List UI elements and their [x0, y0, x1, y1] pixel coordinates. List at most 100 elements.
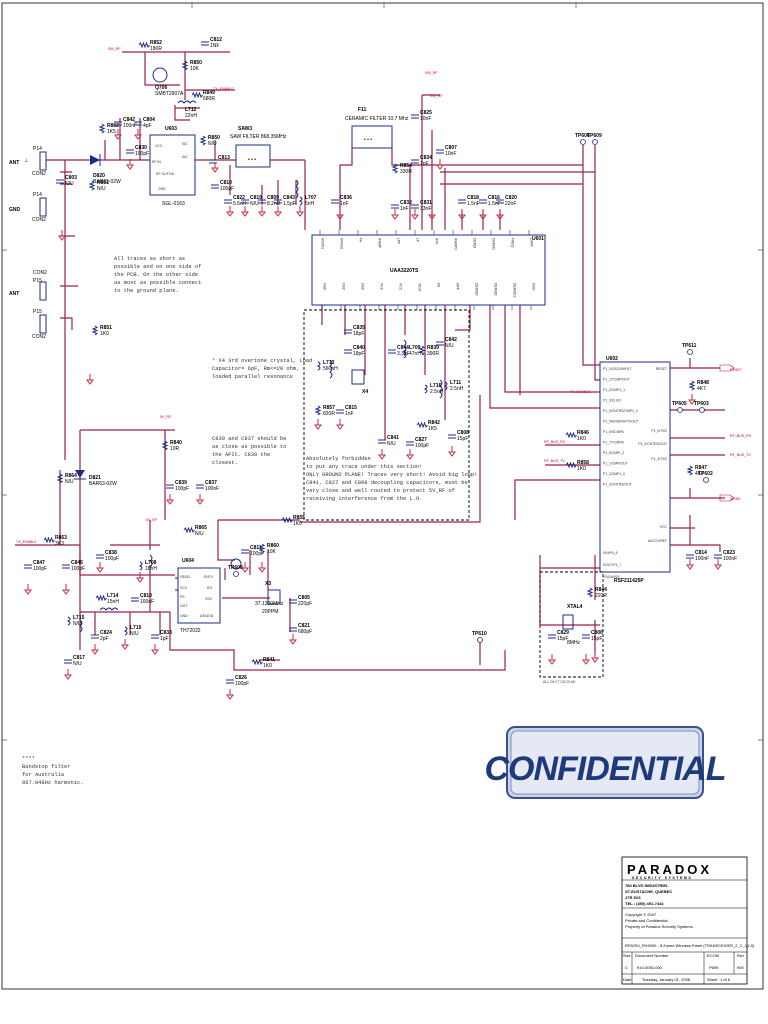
component-ref: C837 — [205, 480, 217, 486]
ground-symbol — [428, 209, 436, 220]
ground-symbol — [688, 394, 696, 405]
component-ref: R850 — [208, 135, 220, 141]
svg-text:Copyright © 2007: Copyright © 2007 — [625, 912, 657, 917]
u601-pin-label: OSC — [342, 283, 346, 291]
component-ref: C822 — [233, 195, 245, 201]
component-value: N/U — [208, 141, 217, 147]
component-value: 100pF — [135, 151, 149, 157]
ground-symbol — [378, 449, 386, 460]
svg-text:ECOM: ECOM — [707, 953, 719, 958]
svg-text:CON2: CON2 — [33, 270, 47, 276]
component-value: 1nF — [420, 161, 429, 167]
svg-text:RF IN: RF IN — [152, 160, 161, 164]
u602-pin-label: P1_8/CMPI_2 — [603, 451, 624, 455]
component-ref: R860 — [267, 543, 279, 549]
svg-text:U601: U601 — [532, 236, 544, 242]
component-value: 15pF — [591, 636, 602, 642]
u602-pin-label: P1_6/SCMPA — [603, 430, 624, 434]
svg-text:X4: X4 — [362, 389, 368, 395]
ground-symbol — [289, 634, 297, 645]
u601-pin-label: VCC — [399, 283, 403, 291]
component-value: 15nH — [107, 599, 119, 605]
svg-text:ENTX: ENTX — [204, 575, 214, 579]
note-bandstop: **** Bandstop filter for Australia 867.8… — [22, 756, 83, 786]
ground-symbol — [121, 639, 129, 650]
u601-pin-label: IFAMP — [378, 238, 382, 249]
component-value: 18nH — [145, 566, 157, 572]
title-block: PARADOX SECURITY SYSTEMS 780 BLVD INDUST… — [621, 856, 755, 985]
svg-text:closest.: closest. — [212, 460, 238, 466]
testpoint-tp602: TP602 — [698, 471, 713, 483]
svg-text:910-0050-000: 910-0050-000 — [637, 965, 663, 970]
testpoint-label: TP603 — [694, 401, 709, 407]
component-ref: R865 — [195, 525, 207, 531]
svg-text:P14: P14 — [33, 146, 42, 152]
ground-symbol — [96, 562, 104, 573]
component-c813: C813 — [209, 155, 230, 164]
component-value: 1K0 — [577, 436, 586, 442]
u601-pin-label: DEMOD — [475, 283, 479, 296]
u601-pin-label: FREQ — [511, 238, 515, 248]
xtal-zone-outline — [539, 571, 604, 678]
component-ref: R854 — [400, 163, 412, 169]
ground-symbol — [314, 419, 322, 430]
ground-symbol — [479, 209, 487, 220]
svg-text:CON2: CON2 — [32, 334, 46, 340]
component-ref: C806 — [591, 630, 603, 636]
testpoint-label: TP609 — [587, 133, 602, 139]
component-ref: C812 — [210, 37, 222, 43]
u602-pin-label: P1_2/CNTRS/OUT — [638, 442, 667, 446]
u602-pin-label: XIN/P4_6 — [603, 551, 618, 555]
component-value: 10K — [267, 549, 277, 555]
u602-pin-label: XOUT/P4_7 — [603, 563, 621, 567]
svg-text:SW_RF: SW_RF — [430, 94, 443, 98]
component-value: N/U — [73, 621, 82, 627]
component-ref: D821 — [89, 475, 101, 481]
svg-text:Date: Date — [623, 977, 632, 982]
svg-text:37.1300MHz: 37.1300MHz — [255, 601, 284, 607]
crystal-x3: X3 37.1300MHz 20PPM — [255, 581, 284, 615]
component-value: 8.2nH — [267, 201, 281, 207]
svg-text:SW_RF: SW_RF — [425, 71, 438, 75]
component-value: 100pF — [235, 681, 249, 687]
component-value: BAR63-02W — [89, 481, 117, 487]
component-ref: C821 — [298, 623, 310, 629]
component-ref: C842 — [445, 337, 457, 343]
svg-text:Document Number: Document Number — [635, 953, 669, 958]
crystal-xtal4: XTAL4 8MHz — [562, 604, 583, 646]
svg-text:P699: P699 — [709, 965, 719, 970]
component-ref: D820 — [93, 173, 105, 179]
component-ref: R864 — [65, 473, 77, 479]
svg-text:UAA3220TS: UAA3220TS — [390, 268, 419, 274]
svg-text:RF62S0_RX6000 - 8 Zones Wirele: RF62S0_RX6000 - 8 Zones Wireless Panel (… — [625, 943, 755, 948]
inductors — [79, 100, 443, 633]
component-ref: C805 — [298, 595, 310, 601]
testpoint-tp605: TP605 — [672, 401, 687, 413]
svg-text:900: 900 — [737, 965, 744, 970]
testpoint-label: TP602 — [698, 471, 713, 477]
ground-symbol — [436, 159, 444, 170]
component-ref: L714 — [107, 593, 119, 599]
component-ref: C810 — [220, 180, 232, 186]
u601-pin-label: DEMOD2 — [513, 283, 517, 298]
svg-text:as most as possible connect: as most as possible connect — [114, 280, 201, 286]
border-ticks — [2, 3, 763, 741]
svg-text:Sheet: Sheet — [707, 977, 718, 982]
